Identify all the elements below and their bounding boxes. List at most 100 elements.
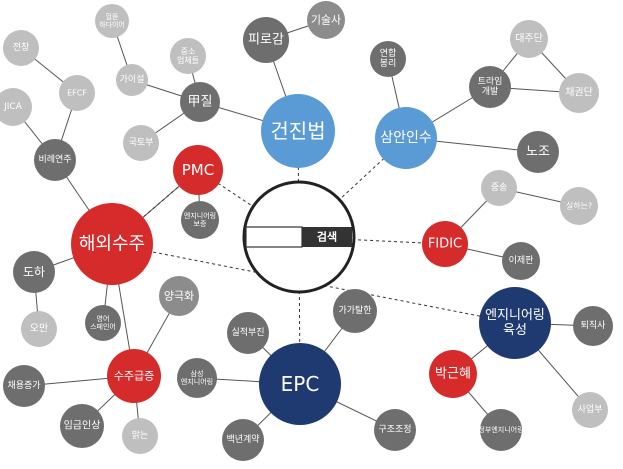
- node-circle: [85, 305, 121, 341]
- node-circle: [307, 1, 345, 39]
- node-label: 정부엔지니어링: [478, 425, 523, 434]
- node-jeongbu[interactable]: 정부엔지니어링: [478, 409, 524, 451]
- node-label: 엔지니어링: [485, 308, 545, 323]
- node-label: JICA: [3, 102, 23, 112]
- node-jica[interactable]: JICA: [0, 88, 32, 126]
- node-circle: [222, 419, 264, 461]
- node-sageobu[interactable]: 사업부: [572, 392, 608, 428]
- node-circle: [13, 251, 55, 293]
- node-gageotalhan[interactable]: 가가탈한: [333, 289, 377, 333]
- node-circle: [116, 64, 148, 96]
- node-malgeun[interactable]: 맑는: [122, 418, 158, 454]
- node-gujojojeong[interactable]: 구조조정: [374, 409, 416, 451]
- node-chaeyongjeungga[interactable]: 채용증가: [3, 365, 45, 407]
- node-label: 퇴직사: [581, 320, 607, 331]
- node-circle: [469, 66, 511, 108]
- node-imgeuminsang[interactable]: 임금인상: [60, 404, 104, 448]
- node-gaisul[interactable]: 가이설: [116, 64, 148, 96]
- node-yanggukhwa[interactable]: 양극화: [159, 276, 199, 316]
- search-button-label: 검색: [317, 230, 337, 244]
- node-circle: [227, 312, 269, 354]
- node-bakgeunhye[interactable]: 박근혜: [429, 350, 477, 398]
- node-doha[interactable]: 도하: [13, 251, 55, 293]
- node-label: 전창: [13, 42, 30, 53]
- node-label: 채용증가: [7, 380, 40, 391]
- node-label: 보증: [194, 220, 207, 228]
- node-jungsong[interactable]: 중송: [481, 170, 517, 206]
- node-circle: [429, 350, 477, 398]
- node-ijepan[interactable]: 이제판: [502, 242, 540, 280]
- node-circle: [34, 139, 76, 181]
- node-pmc[interactable]: PMC: [173, 145, 223, 195]
- node-piroshim[interactable]: 피로감: [243, 17, 289, 63]
- node-label: 甲질: [188, 95, 213, 110]
- node-biryeongyeon[interactable]: 비례연주: [34, 139, 76, 181]
- node-label: 육성: [503, 323, 527, 338]
- node-circle: [181, 201, 219, 239]
- node-gapjil[interactable]: 甲질: [180, 82, 220, 122]
- search-button[interactable]: [302, 227, 352, 247]
- node-baenggyeyak[interactable]: 백년계약: [222, 419, 264, 461]
- node-circle: [159, 276, 199, 316]
- node-circle: [0, 88, 32, 126]
- node-label: 가이설: [120, 74, 145, 85]
- node-jaegwonhan[interactable]: 채권단: [559, 73, 599, 113]
- node-label: 중소: [181, 47, 196, 56]
- search-input[interactable]: [245, 226, 303, 248]
- node-label: 도하: [23, 265, 45, 279]
- node-efcf[interactable]: EFCF: [59, 75, 95, 111]
- node-label: 삼성: [191, 369, 204, 378]
- node-tuijeonga[interactable]: 퇴직사: [573, 306, 613, 346]
- node-label: 업체들: [177, 55, 199, 65]
- node-silcheokbujok[interactable]: 실적부진: [227, 312, 269, 354]
- node-haeoesuju[interactable]: 해외수주: [71, 203, 153, 285]
- node-label: FIDIC: [428, 237, 462, 252]
- node-circle: [370, 41, 406, 77]
- node-label: 수주급증: [114, 370, 154, 383]
- node-label: 구조조정: [378, 424, 411, 435]
- node-label: 엔지니어링: [181, 377, 213, 386]
- node-samaninsu[interactable]: 삼안인수: [375, 107, 437, 169]
- node-circle: [261, 94, 335, 168]
- node-geonjinbeop[interactable]: 건진법: [261, 94, 335, 168]
- node-label: 임금인상: [64, 419, 101, 432]
- node-silhanda[interactable]: 실하는?: [560, 187, 598, 225]
- node-label: 엔지니어링: [184, 211, 216, 220]
- node-label: 실적부진: [231, 326, 264, 338]
- node-label: EFCF: [67, 89, 87, 98]
- node-circle: [3, 365, 45, 407]
- node-owan[interactable]: 오만: [21, 311, 57, 347]
- node-gukto[interactable]: 국토부: [123, 125, 159, 161]
- node-jeonjeong[interactable]: 전창: [3, 30, 39, 66]
- node-label: 헐뜯: [106, 12, 119, 21]
- node-sujugeupjeung[interactable]: 수주급증: [107, 349, 161, 403]
- node-nojo[interactable]: 노조: [517, 131, 559, 173]
- node-circle: [517, 131, 559, 173]
- node-label: 스페인어: [90, 322, 116, 331]
- node-circle: [177, 358, 217, 398]
- node-label: 트라임: [478, 75, 503, 87]
- node-label: 건진법: [270, 119, 325, 143]
- node-label: 이제판: [509, 255, 534, 266]
- node-circle: [572, 392, 608, 428]
- node-label: 노조: [526, 145, 550, 160]
- node-circle: [107, 349, 161, 403]
- node-daejuchan[interactable]: 대주단: [510, 20, 548, 58]
- node-circle: [173, 145, 223, 195]
- node-epc[interactable]: EPC: [259, 343, 341, 425]
- node-circle: [95, 4, 129, 38]
- node-circle: [259, 343, 341, 425]
- node-gisulsa[interactable]: 기술사: [307, 1, 345, 39]
- node-label: 중송: [491, 182, 508, 193]
- node-circle: [122, 418, 158, 454]
- node-fidic[interactable]: FIDIC: [422, 221, 468, 267]
